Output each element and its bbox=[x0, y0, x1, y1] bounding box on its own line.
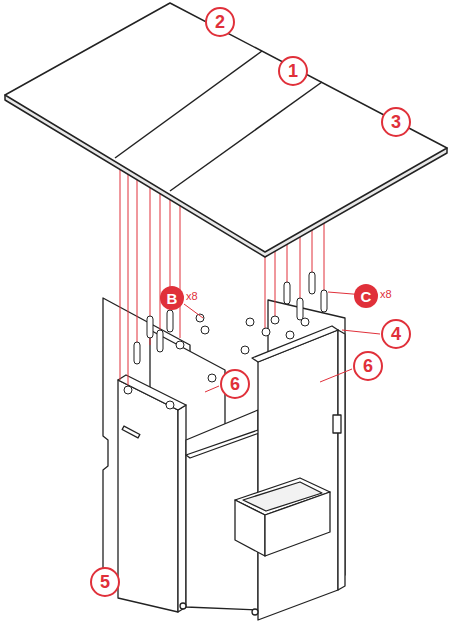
quantity-label: x8 bbox=[186, 291, 198, 302]
tabletop bbox=[5, 3, 447, 257]
callout-text: C bbox=[361, 289, 372, 304]
callout-number: 6 bbox=[220, 369, 250, 399]
callout-number: 3 bbox=[381, 107, 411, 137]
callout-number: 1 bbox=[278, 56, 308, 86]
part-letter: Bx8 bbox=[160, 286, 184, 310]
callout-text: 3 bbox=[391, 113, 401, 131]
hardware bbox=[124, 272, 327, 409]
callout-text: 1 bbox=[288, 62, 298, 80]
panel-edge bbox=[338, 330, 345, 590]
callout-number: 5 bbox=[90, 567, 120, 597]
callout-number: 6 bbox=[353, 351, 383, 381]
callout-text: 6 bbox=[230, 375, 240, 393]
panel-top bbox=[252, 326, 338, 362]
right-front-panel bbox=[258, 330, 338, 620]
callout-number: 2 bbox=[205, 7, 235, 37]
front-panel bbox=[118, 380, 178, 612]
callout-text: 2 bbox=[215, 13, 225, 31]
caster bbox=[180, 603, 186, 609]
callout-number: 4 bbox=[381, 319, 411, 349]
callout-text: 5 bbox=[100, 573, 110, 591]
quantity-label: x8 bbox=[380, 289, 392, 300]
callout-text: 4 bbox=[391, 325, 401, 343]
caster bbox=[252, 609, 258, 615]
part-letter: Cx8 bbox=[354, 284, 378, 308]
shelf bbox=[186, 430, 262, 458]
leader-lines bbox=[184, 292, 380, 392]
tray-inner bbox=[243, 482, 322, 511]
callout-text: B bbox=[167, 291, 178, 306]
hinge bbox=[333, 415, 341, 433]
callout-text: 6 bbox=[363, 357, 373, 375]
panel-edge bbox=[178, 405, 186, 612]
handle bbox=[122, 426, 140, 438]
